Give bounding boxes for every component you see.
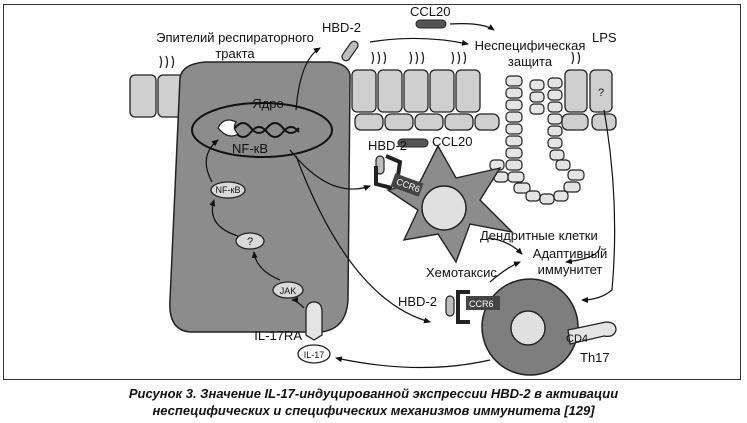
jak-node [272, 281, 304, 299]
arrow-tcell-to-il17 [335, 356, 491, 369]
nfkb-nucleus-label: NF-кB [232, 141, 268, 156]
nucleus-label: Ядро [252, 96, 283, 111]
arrow-nucleus-to-hbd2 [295, 47, 321, 111]
ccr6-t-label: CCR6 [469, 299, 494, 309]
arrow-receptor-to-jak [291, 297, 305, 309]
dendritic-nucleus [421, 185, 467, 231]
diagram-canvas: Эпителий респираторного тракта Ядро NF-к… [129, 4, 617, 376]
epithelium-label-line2: тракта [215, 46, 255, 61]
arrow-jak-to-unknown [251, 251, 281, 281]
epithelium-left-cells [129, 55, 185, 118]
ccl20-top-label: CCL20 [410, 4, 450, 19]
th17-label: Th17 [580, 350, 610, 365]
ccl20-top-molecule [415, 19, 447, 29]
epithelium-label-line1: Эпителий респираторного [156, 30, 314, 45]
nucleus [191, 102, 333, 158]
ccl20-mid-molecule [397, 138, 429, 148]
jak-label: JAK [280, 286, 297, 296]
hbd2-top-label: HBD-2 [322, 20, 361, 35]
caption-line1: Рисунок 3. Значение IL-17-индуцированной… [128, 386, 619, 401]
nfkb-cyto-node [210, 181, 246, 199]
arrow-lps-to-tcell [581, 109, 616, 303]
th17-nucleus [510, 310, 546, 346]
adaptive-label-line1: Адаптивный [533, 246, 607, 261]
figure-caption: Рисунок 3. Значение IL-17-индуцированной… [0, 385, 747, 419]
unknown-lps-label: ? [598, 87, 604, 99]
dendritic-label: Дендритные клетки [480, 228, 598, 243]
arrow-unknown-to-nfkb [209, 199, 239, 237]
gland-cells [489, 75, 585, 205]
lps-label: LPS [592, 30, 617, 45]
unknown-cyto-label: ? [247, 236, 253, 248]
hbd2-low-molecule [445, 295, 455, 317]
il17ra-label: IL-17RA [254, 328, 302, 343]
hbd2-top-molecule [341, 40, 359, 62]
ccr6-dc-receptor [374, 154, 403, 190]
arrow-hbd2-to-nonspecific [369, 37, 469, 46]
arrow-nfkb-to-nucleus [205, 139, 219, 183]
hbd2-low-label: HBD-2 [398, 294, 437, 309]
arrow-dc-to-adaptive [487, 237, 523, 255]
il17-label: IL-17 [304, 350, 325, 360]
arrow-ccl20-to-nonspecific [449, 23, 495, 31]
arrow-nucleus-to-dc [289, 149, 371, 191]
epithelium-right-cells [351, 51, 617, 131]
nfkb-nucleus-icon [217, 119, 240, 137]
nfkb-cyto-label: NF-кB [216, 185, 241, 195]
ccl20-mid-label: CCL20 [432, 134, 472, 149]
il17ra-receptor [305, 301, 323, 341]
nonspecific-label-line2: защита [508, 54, 553, 69]
caption-line2: неспецифических и специфических механизм… [152, 403, 595, 418]
nonspecific-label-line1: Неспецифическая [475, 38, 586, 53]
dna-icon [234, 122, 300, 138]
cd4-label: CD4 [566, 333, 588, 345]
adaptive-label-line2: иммунитет [538, 262, 603, 277]
il17-ligand [297, 344, 331, 364]
figure-frame [3, 4, 741, 380]
unknown-cyto-node [235, 232, 265, 250]
arrow-chemotaxis-to-adaptive [565, 245, 601, 265]
epithelial-cell-body [169, 61, 351, 333]
arrow-nucleus-to-tcell [295, 155, 431, 324]
chemotaxis-label: Хемотаксис [426, 265, 497, 280]
cd4-receptor [567, 321, 617, 345]
ccr6-t-receptor [456, 290, 470, 324]
hbd2-mid-label: HBD-2 [368, 138, 407, 153]
arrow-tcell-to-adaptive [489, 261, 521, 283]
